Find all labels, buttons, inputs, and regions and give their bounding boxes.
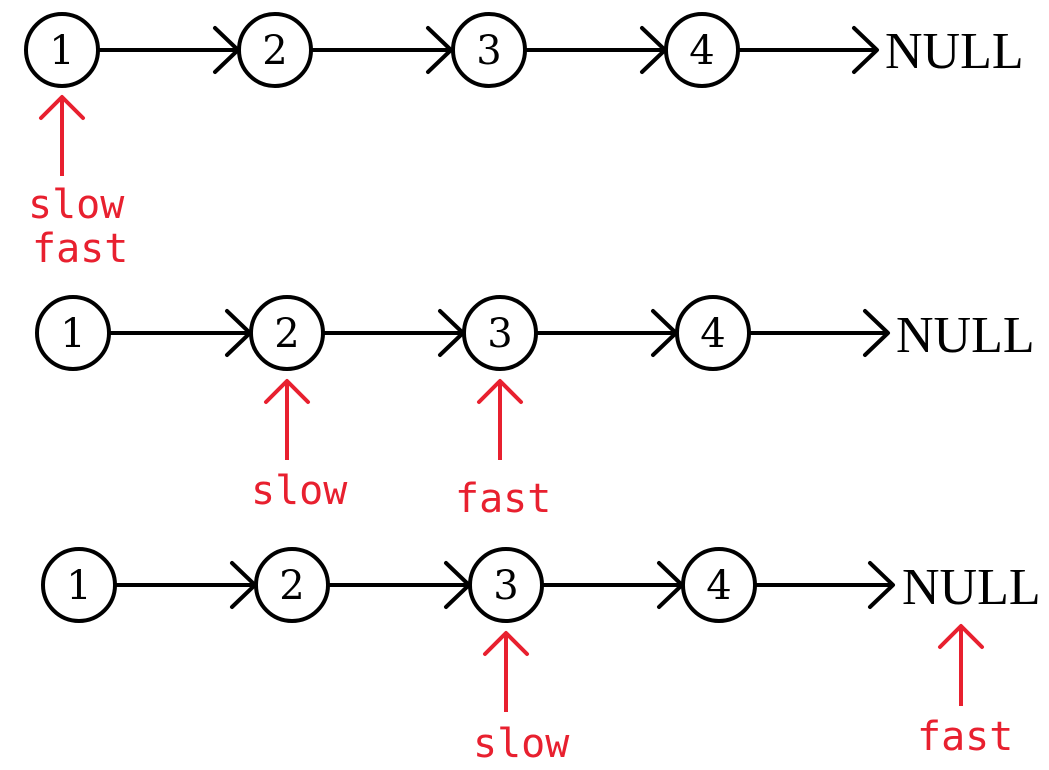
link-arrow — [311, 26, 453, 74]
list-node: 3 — [451, 12, 527, 88]
slow-pointer-label: slow — [473, 721, 570, 767]
pointer-arrow-slow — [264, 379, 310, 460]
list-node: 2 — [249, 295, 325, 371]
null-terminal: NULL — [896, 307, 1035, 364]
link-arrow — [323, 309, 465, 357]
node-value: 3 — [487, 311, 512, 357]
slow-pointer-label: slow — [251, 468, 348, 514]
link-arrow — [109, 309, 252, 357]
list-node: 2 — [237, 12, 313, 88]
node-value: 2 — [279, 563, 304, 609]
list-node: 3 — [462, 295, 538, 371]
fast-pointer-label: fast — [917, 714, 1013, 760]
list-node: 2 — [254, 547, 330, 623]
fast-pointer-label: fast — [455, 476, 551, 522]
list-row-1: 1 2 3 4 NULL slow fast — [24, 12, 1024, 272]
node-value: 1 — [49, 28, 74, 74]
link-arrow — [738, 26, 879, 74]
node-value: 2 — [262, 28, 287, 74]
pointer-arrow-slow — [483, 631, 529, 712]
pointer-arrow-fast — [477, 379, 523, 460]
list-node: 1 — [41, 547, 117, 623]
node-value: 2 — [274, 311, 299, 357]
link-arrow — [537, 309, 678, 357]
node-value: 4 — [706, 563, 731, 609]
list-node: 4 — [681, 547, 757, 623]
link-arrow — [329, 561, 471, 609]
link-arrow — [542, 561, 684, 609]
fast-pointer-label: fast — [32, 226, 128, 272]
list-node: 3 — [468, 547, 544, 623]
node-value: 3 — [476, 28, 501, 74]
slow-pointer-label: slow — [28, 182, 125, 228]
pointer-arrow-slow-fast — [39, 95, 85, 176]
null-terminal: NULL — [885, 23, 1024, 80]
list-node: 4 — [664, 12, 740, 88]
link-arrow — [750, 309, 890, 357]
list-row-3: 1 2 3 4 NULL slow fast — [41, 547, 1041, 767]
list-node: 1 — [35, 295, 111, 371]
list-row-2: 1 2 3 4 NULL slow fast — [35, 295, 1035, 522]
list-node: 4 — [675, 295, 751, 371]
node-value: 4 — [700, 311, 725, 357]
node-value: 1 — [60, 311, 85, 357]
node-value: 1 — [66, 563, 91, 609]
link-arrow — [525, 26, 667, 74]
link-arrow — [756, 561, 895, 609]
link-arrow — [115, 561, 257, 609]
link-arrow — [98, 26, 240, 74]
node-value: 3 — [493, 563, 518, 609]
pointer-arrow-fast — [938, 624, 984, 706]
null-terminal: NULL — [902, 559, 1041, 616]
list-node: 1 — [24, 12, 100, 88]
node-value: 4 — [689, 28, 714, 74]
